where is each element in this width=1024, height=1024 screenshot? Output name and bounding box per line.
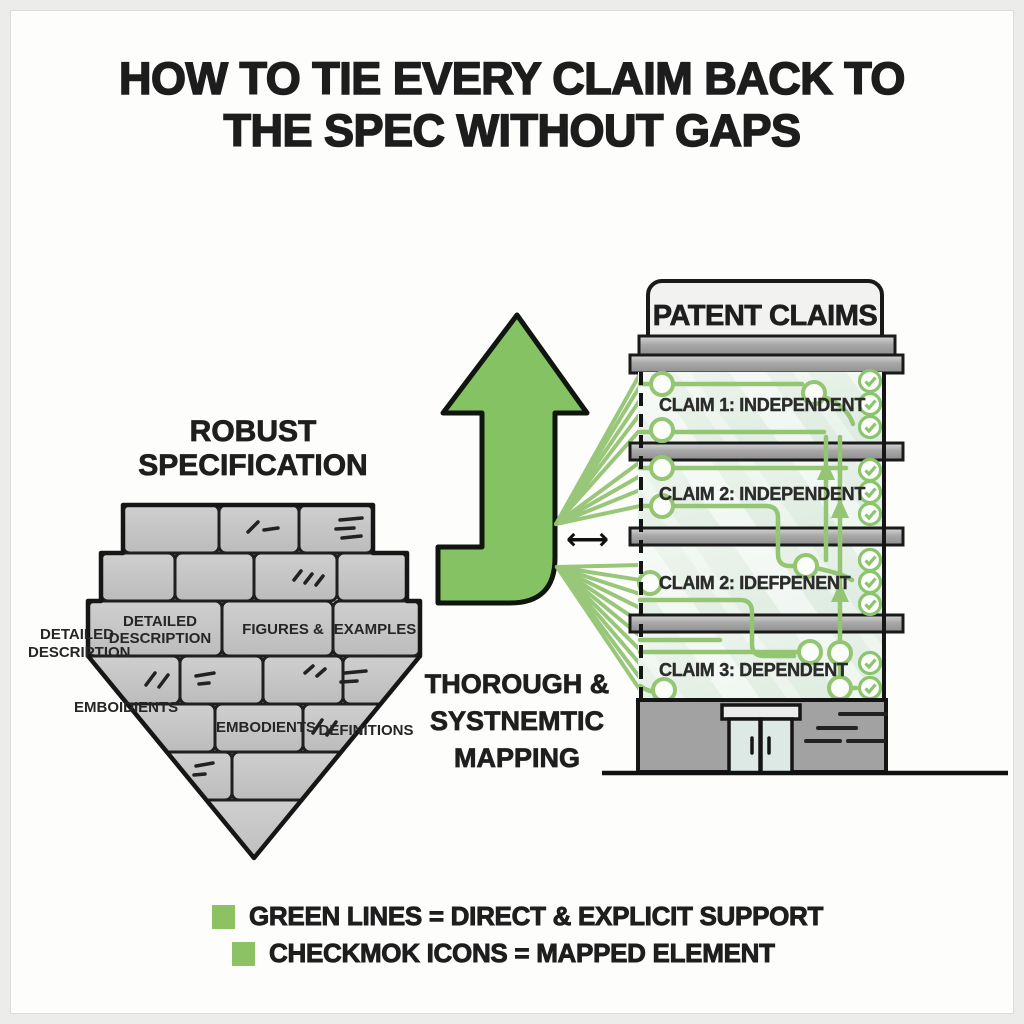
patent-claims-building	[602, 279, 1008, 776]
cornice-top-outer	[628, 353, 905, 375]
floor-cornices	[628, 441, 905, 634]
spec-heading-line2: SPECIFICATION	[138, 449, 368, 483]
legend-item-green-lines: GREEN LINES = DIRECT & EXPLICIT SUPPORT	[212, 901, 824, 932]
pyramid-outline	[85, 502, 423, 861]
legend-item-checkmark-icons: CHECKMOK ICONS = MAPPED ELEMENT	[232, 938, 775, 969]
green-swatch-icon	[212, 904, 235, 929]
title-line1: HOW TO TIE EVERY CLAIM BACK TO	[118, 53, 906, 105]
brick-figures: FIGURES &	[242, 621, 324, 638]
bidirectional-arrow-icon: ⟷	[566, 523, 610, 556]
claim-floor-label: CLAIM 2: IDEFPENENT	[659, 573, 851, 593]
upward-arrow-icon	[435, 312, 590, 606]
legend-text: GREEN LINES = DIRECT & EXPLICIT SUPPORT	[249, 901, 824, 932]
support-bundle-lower	[555, 563, 642, 692]
mapping-caption-line3: MAPPING	[453, 743, 581, 774]
connection-nodes	[637, 371, 853, 703]
claim-floor-label: CLAIM 1: INDEPENDENT	[659, 395, 866, 415]
riser-up-arrowheads	[817, 460, 849, 602]
green-swatch-icon	[232, 941, 255, 966]
entrance-doors	[727, 717, 794, 775]
title-line2: THE SPEC WITHOUT GAPS	[223, 105, 802, 157]
door-lintel	[720, 703, 802, 721]
brick-detailed-description: DETAILED DESCRIPTION	[108, 613, 212, 647]
support-lines	[554, 372, 642, 692]
spec-heading: ROBUST SPECIFICATION	[93, 415, 413, 483]
support-bundle-upper	[554, 372, 642, 526]
facade-dashes	[804, 712, 888, 743]
brick-examples: EXAMPLES	[333, 621, 417, 638]
building-sign-label: PATENT CLAIMS	[652, 300, 878, 333]
mapping-caption: THOROUGH & SYSTNEMTIC MAPPING	[402, 666, 632, 777]
claim-floor-label: CLAIM 2: INDEPENDENT	[659, 484, 866, 504]
brick-marks	[144, 516, 368, 777]
specification-pyramid	[85, 502, 423, 861]
door-handles	[750, 736, 771, 755]
side-label-definitions: DEFINITIONS	[318, 722, 414, 739]
mapping-caption-line2: SYSTNEMTIC	[429, 706, 605, 737]
brick-embodiments: EMBODIENTS	[216, 719, 317, 736]
legend-text: CHECKMOK ICONS = MAPPED ELEMENT	[269, 938, 776, 969]
side-label-detailed-description: DETAILED DESCRIPTION	[28, 626, 131, 661]
spec-heading-line1: ROBUST	[189, 415, 317, 449]
mapping-caption-line1: THOROUGH &	[424, 669, 610, 700]
checkmark-icon	[857, 368, 883, 701]
side-label-embodiments: EMBOIDIENTS	[74, 699, 179, 716]
claim-floor-label: CLAIM 3: DEPENDENT	[659, 660, 848, 680]
cornice-top-inner	[637, 334, 897, 357]
checkmark-icons	[857, 368, 883, 701]
